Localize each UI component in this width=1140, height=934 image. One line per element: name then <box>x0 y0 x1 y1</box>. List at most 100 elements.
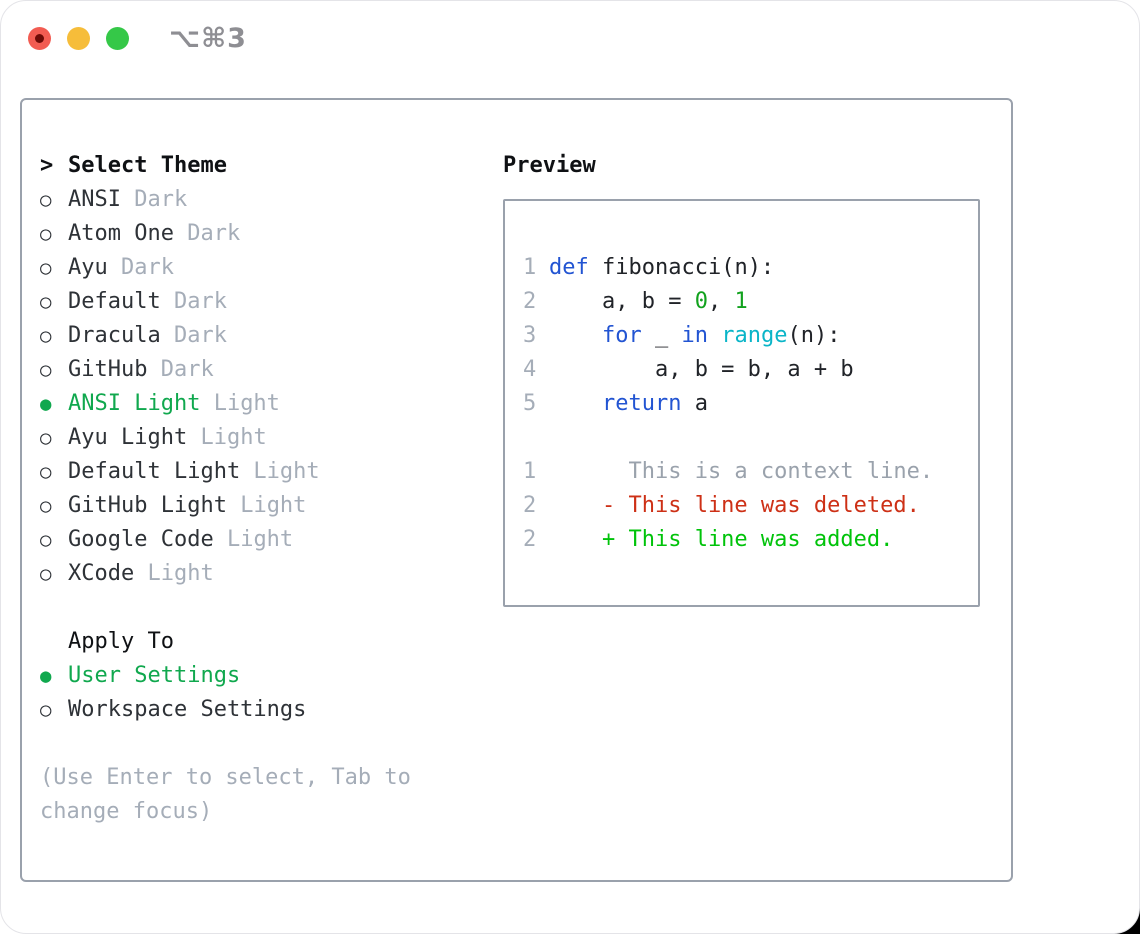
theme-option-default[interactable]: ○Default Dark <box>40 285 485 319</box>
code-line: 2 - This line was deleted. <box>523 489 978 523</box>
apply-option-user-settings[interactable]: ● User Settings <box>40 659 485 693</box>
line-number: 2 <box>523 289 537 314</box>
theme-name: Dracula <box>68 323 161 348</box>
theme-variant-tag: Dark <box>160 289 227 314</box>
theme-variant-tag: Light <box>134 561 214 586</box>
theme-option-google-code[interactable]: ○Google Code Light <box>40 523 485 557</box>
preview-title: Preview <box>503 153 596 178</box>
apply-option-label: Workspace Settings <box>68 697 307 722</box>
radio-unselected-icon: ○ <box>40 495 52 517</box>
code-line: 2 + This line was added. <box>523 523 978 557</box>
theme-name: ANSI <box>68 187 121 212</box>
theme-option-ayu[interactable]: ○Ayu Dark <box>40 251 485 285</box>
theme-variant-tag: Light <box>240 459 320 484</box>
theme-selector-title: Select Theme <box>68 153 227 178</box>
line-number: 4 <box>523 357 537 382</box>
minimize-button[interactable] <box>67 27 90 50</box>
radio-unselected-icon: ○ <box>40 189 52 211</box>
line-number: 3 <box>523 323 537 348</box>
code-token: def <box>549 255 589 280</box>
blank-line <box>523 421 978 455</box>
theme-name: GitHub <box>68 357 148 382</box>
theme-variant-tag: Dark <box>147 357 214 382</box>
theme-option-github[interactable]: ○ GitHub Dark <box>40 353 485 387</box>
theme-list: ○ANSI Dark○Atom One Dark○Ayu Dark○Defaul… <box>40 183 485 591</box>
titlebar: ⌥⌘3 <box>1 1 1139 75</box>
apply-option-label: User Settings <box>68 663 241 688</box>
theme-option-ansi-light[interactable]: ● ANSI Light Light <box>40 387 485 421</box>
radio-unselected-icon: ○ <box>40 563 52 585</box>
theme-name: Ayu Light <box>68 425 188 450</box>
code-token: a <box>681 391 708 416</box>
radio-unselected-icon: ○ <box>40 461 52 483</box>
radio-unselected-icon: ○ <box>40 325 52 347</box>
code-token: 0 <box>694 289 708 314</box>
theme-option-default-light[interactable]: ○ Default Light Light <box>40 455 485 489</box>
theme-option-xcode[interactable]: ○ XCode Light <box>40 557 485 591</box>
code-token <box>549 391 602 416</box>
code-line: 2 a, b = 0, 1 <box>523 285 978 319</box>
code-line: 5 return a <box>523 387 978 421</box>
theme-variant-tag: Dark <box>107 255 174 280</box>
theme-selector: >Select Theme ○ANSI Dark○Atom One Dark○A… <box>40 149 485 829</box>
prompt-icon: > <box>40 153 54 178</box>
code-token: range <box>721 323 788 348</box>
theme-name: XCode <box>68 561 135 586</box>
line-number: 1 <box>523 459 537 484</box>
theme-variant-tag: Dark <box>173 221 241 246</box>
code-token: + This line was added. <box>549 527 894 552</box>
code-token: This is a context line. <box>549 459 934 484</box>
code-token: fibonacci(n): <box>588 255 775 280</box>
theme-name: ANSI Light <box>68 391 201 416</box>
theme-name: Default Light <box>68 459 241 484</box>
apply-to-header: Apply To <box>40 625 485 659</box>
close-button[interactable] <box>28 27 51 50</box>
apply-option-workspace-settings[interactable]: ○ Workspace Settings <box>40 693 485 727</box>
window-title: ⌥⌘3 <box>169 23 247 54</box>
zoom-button[interactable] <box>106 27 129 50</box>
theme-variant-tag: Light <box>226 493 307 518</box>
help-text: (Use Enter to select, Tab to change focu… <box>40 765 411 824</box>
code-token: (n): <box>787 323 841 348</box>
code-line: 4 a, b = b, a + b <box>523 353 978 387</box>
code-token <box>549 323 602 348</box>
spacer <box>40 591 485 625</box>
theme-option-ansi[interactable]: ○ ANSI Dark <box>40 183 485 217</box>
radio-selected-icon: ● <box>40 665 52 687</box>
radio-unselected-icon: ○ <box>40 223 52 245</box>
code-token <box>708 323 721 348</box>
radio-unselected-icon: ○ <box>40 427 52 449</box>
theme-option-atom-one[interactable]: ○ Atom One Dark <box>40 217 485 251</box>
theme-variant-tag: Dark <box>160 323 227 348</box>
code-line: 1 This is a context line. <box>523 455 978 489</box>
line-number: 2 <box>523 493 537 518</box>
theme-variant-tag: Light <box>200 391 280 416</box>
line-number: 5 <box>523 391 537 416</box>
theme-variant-tag: Dark <box>120 187 188 212</box>
code-token: - This line was deleted. <box>549 493 920 518</box>
theme-variant-tag: Light <box>213 527 294 552</box>
theme-name: GitHub Light <box>68 493 227 518</box>
code-token: in <box>681 323 708 348</box>
theme-option-github-light[interactable]: ○ GitHub Light Light <box>40 489 485 523</box>
radio-unselected-icon: ○ <box>40 291 52 313</box>
theme-name: Atom One <box>68 221 174 246</box>
theme-name: Ayu <box>68 255 108 280</box>
theme-option-ayu-light[interactable]: ○ Ayu Light Light <box>40 421 485 455</box>
main-panel: >Select Theme ○ANSI Dark○Atom One Dark○A… <box>20 98 1013 882</box>
theme-variant-tag: Light <box>187 425 267 450</box>
radio-unselected-icon: ○ <box>40 359 52 381</box>
theme-option-dracula[interactable]: ○ Dracula Dark <box>40 319 485 353</box>
code-token: a, b = b, a + b <box>549 357 854 382</box>
code-token: for <box>601 323 642 348</box>
radio-selected-icon: ● <box>40 393 52 415</box>
code-token: return <box>601 391 682 416</box>
theme-name: Google Code <box>68 527 214 552</box>
radio-unselected-icon: ○ <box>40 699 52 721</box>
apply-to-title: Apply To <box>68 629 174 654</box>
